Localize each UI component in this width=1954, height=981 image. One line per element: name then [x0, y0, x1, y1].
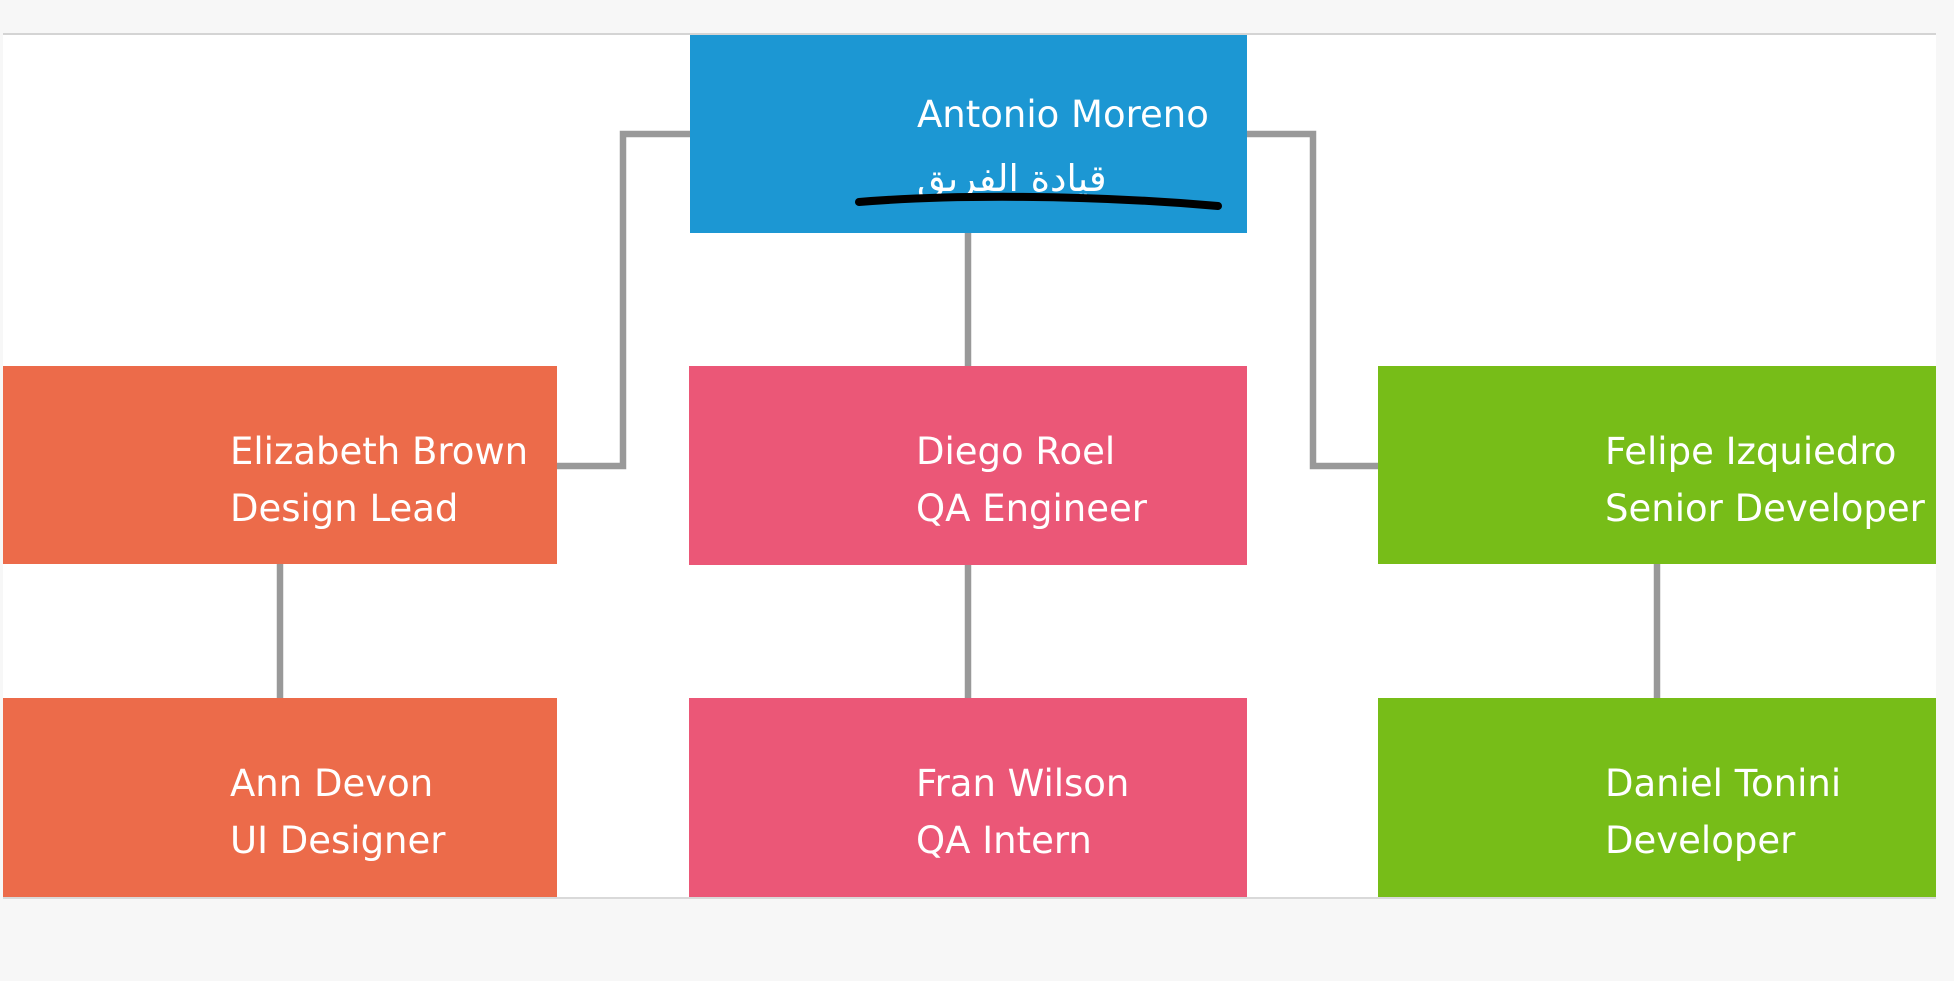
employee-name: Fran Wilson [916, 762, 1130, 805]
employee-role: UI Designer [230, 819, 446, 862]
org-node-ann-devon: Ann Devon UI Designer [3, 698, 557, 897]
employee-name: Diego Roel [916, 430, 1116, 473]
org-node-felipe-izquiedro: Felipe Izquiedro Senior Developer [1378, 366, 1936, 564]
employee-name: Felipe Izquiedro [1605, 430, 1897, 473]
org-node-diego-roel: Diego Roel QA Engineer [689, 366, 1247, 565]
employee-role: Senior Developer [1605, 487, 1925, 530]
connector-antonio-felipe [1247, 130, 1378, 470]
org-node-fran-wilson: Fran Wilson QA Intern [689, 698, 1247, 897]
org-node-daniel-tonini: Daniel Tonini Developer [1378, 698, 1936, 897]
employee-name: Antonio Moreno [917, 93, 1209, 136]
connector-antonio-elizabeth [557, 130, 690, 470]
employee-name: Daniel Tonini [1605, 762, 1842, 805]
employee-name: Elizabeth Brown [230, 430, 529, 473]
employee-role: Design Lead [230, 487, 459, 530]
org-node-elizabeth-brown: Elizabeth Brown Design Lead [3, 366, 557, 564]
employee-role-arabic: قيادة الفريق [917, 157, 1107, 200]
employee-role: Developer [1605, 819, 1796, 862]
employee-name: Ann Devon [230, 762, 434, 805]
employee-role: QA Intern [916, 819, 1092, 862]
employee-role: QA Engineer [916, 487, 1147, 530]
org-node-antonio-moreno: Antonio Moreno قيادة الفريق [690, 35, 1247, 233]
